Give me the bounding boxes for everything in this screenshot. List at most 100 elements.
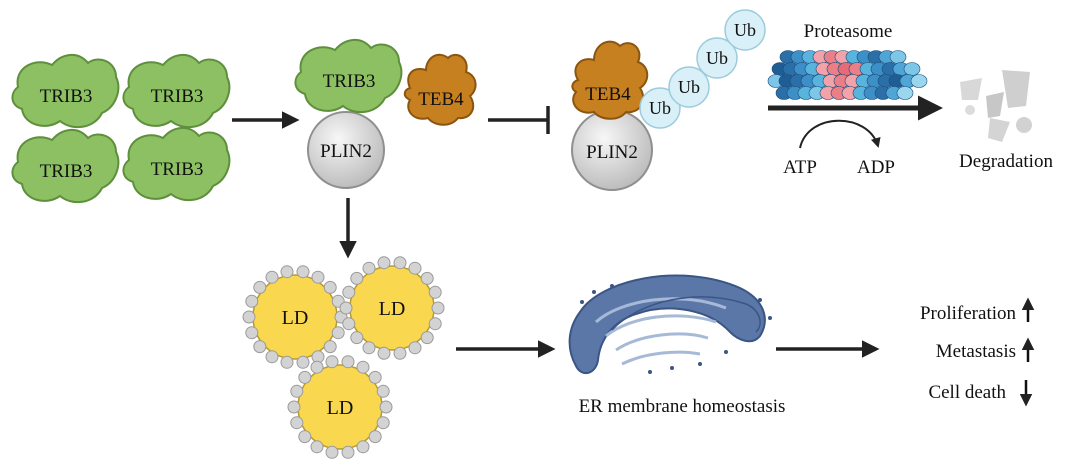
plin2-bead: [325, 445, 339, 459]
outcome-label: Metastasis: [936, 341, 1016, 362]
ld-label: LD: [327, 397, 354, 419]
proteasome-subunit: [896, 86, 914, 100]
teb4-label: TEB4: [418, 89, 464, 110]
lipid-droplet: LD: [287, 355, 393, 459]
plin2-bead: [287, 400, 301, 414]
er-label: ER membrane homeostasis: [579, 396, 786, 417]
proteasome-subunit: [903, 62, 921, 76]
plin2-bead: [350, 271, 364, 285]
plin2-bead: [339, 301, 353, 315]
ub-label: Ub: [706, 48, 728, 68]
plin2-bead: [325, 355, 339, 369]
plin2-bead: [408, 261, 422, 275]
proteasome-subunit: [910, 74, 928, 88]
trib3-blob: TRIB3: [122, 126, 231, 202]
plin2-bead: [245, 294, 259, 308]
plin2-bead: [245, 326, 259, 340]
atp-label: ATP: [783, 157, 817, 178]
plin2-bead: [428, 317, 442, 331]
plin2-bead: [377, 256, 391, 270]
ubiquitin-chain: Ub Ub Ub Ub: [639, 9, 766, 129]
plin2-bead: [408, 341, 422, 355]
plin2-bead: [280, 355, 294, 369]
teb4-free-blob: TEB4: [403, 53, 477, 126]
plin2-bead: [379, 400, 393, 414]
er-icon: [568, 274, 772, 375]
plin2-bead: [296, 265, 310, 279]
trib3-cluster: TRIB3 TRIB3 TRIB3 TRIB3: [11, 53, 231, 204]
atp-adp-curve: [799, 119, 881, 149]
plin2-bead: [341, 355, 355, 369]
plin2-bead: [428, 285, 442, 299]
proteasome-icon: [767, 50, 928, 100]
plin2-bead: [331, 326, 345, 340]
plin2-bead: [356, 360, 370, 374]
plin2-bead: [376, 384, 390, 398]
plin2-bead: [368, 370, 382, 384]
plin2-bead: [296, 355, 310, 369]
trib3-label: TRIB3: [40, 161, 93, 182]
plin2-bead: [290, 384, 304, 398]
plin2-bead: [377, 346, 391, 360]
plin2-bead: [431, 301, 445, 315]
inhibition-arrow: [488, 106, 550, 134]
plin2-bound-sphere: PLIN2: [571, 109, 653, 191]
ub-bead: Ub: [639, 87, 681, 129]
plin2-bead: [341, 445, 355, 459]
plin2-bead: [368, 430, 382, 444]
plin2-bead: [356, 440, 370, 454]
trib3-label: TRIB3: [151, 86, 204, 107]
plin2-bead: [298, 430, 312, 444]
trib3-blob: TRIB3: [11, 53, 120, 129]
proteasome-subunit: [889, 50, 907, 64]
proteasome-label: Proteasome: [804, 21, 893, 42]
outcome-label: Proliferation: [920, 303, 1017, 324]
plin2-bead: [350, 331, 364, 345]
plin2-bead: [310, 360, 324, 374]
trib3-blob: TRIB3: [122, 53, 231, 129]
plin2-label: PLIN2: [320, 141, 372, 162]
plin2-bead: [242, 310, 256, 324]
plin2-bead: [420, 271, 434, 285]
plin2-bead: [323, 280, 337, 294]
outcome-metastasis: Metastasis: [936, 337, 1035, 362]
outcome-cell-death: Cell death: [928, 380, 1033, 407]
degraded-fragments-icon: [960, 70, 1032, 142]
plin2-bead: [310, 440, 324, 454]
plin2-bead: [298, 370, 312, 384]
plin2-bound-label: PLIN2: [586, 142, 638, 163]
plin2-bead: [265, 270, 279, 284]
plin2-bead: [290, 416, 304, 430]
plin2-bead: [342, 317, 356, 331]
ub-label: Ub: [734, 20, 756, 40]
ub-label: Ub: [649, 98, 671, 118]
degradation-label: Degradation: [959, 151, 1053, 172]
plin2-bead: [376, 416, 390, 430]
plin2-sphere: PLIN2: [307, 111, 385, 189]
plin2-bead: [265, 350, 279, 364]
plin2-bead: [253, 340, 267, 354]
teb4-bound-label: TEB4: [585, 84, 631, 105]
plin2-bead: [323, 340, 337, 354]
trib3-label: TRIB3: [323, 71, 376, 92]
ld-label: LD: [282, 307, 309, 329]
ub-bead: Ub: [724, 9, 766, 51]
adp-label: ADP: [857, 157, 895, 178]
plin2-bead: [342, 285, 356, 299]
plin2-bead: [362, 341, 376, 355]
plin2-bead: [362, 261, 376, 275]
teb4-bound-blob: TEB4: [571, 40, 649, 120]
ub-bead: Ub: [696, 37, 738, 79]
lipid-droplet: LD: [242, 265, 348, 369]
lipid-droplet: LD: [339, 256, 445, 360]
plin2-bead: [393, 256, 407, 270]
outcomes-list: Proliferation Metastasis Cell death: [920, 297, 1035, 407]
trib3-label: TRIB3: [40, 86, 93, 107]
trib3-bound-blob: TRIB3: [294, 38, 403, 114]
ub-bead: Ub: [668, 66, 710, 108]
plin2-bead: [420, 331, 434, 345]
ub-label: Ub: [678, 77, 700, 97]
ld-label: LD: [379, 298, 406, 320]
plin2-bead: [311, 270, 325, 284]
